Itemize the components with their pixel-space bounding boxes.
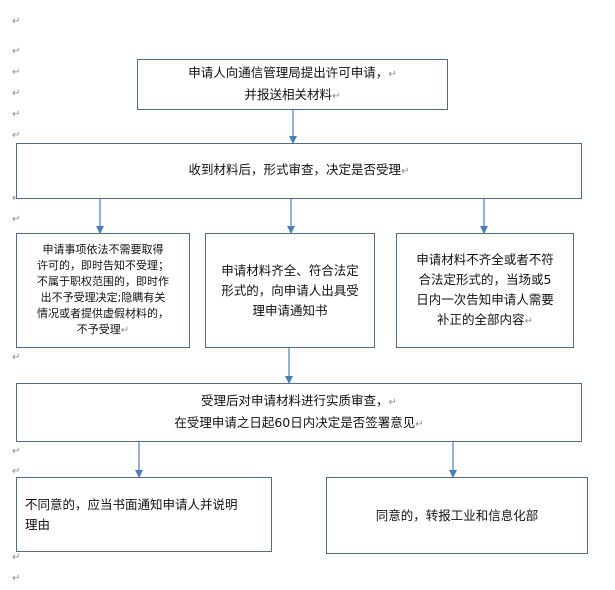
paragraph-mark: ↵ (12, 466, 21, 477)
paragraph-mark: ↵ (332, 90, 341, 102)
node-reject-immediate: 申请事项依法不需要取得 许可的，即时告知不受理； 不属于职权范围的，即时作 出不… (16, 233, 190, 348)
paragraph-mark: ↵ (12, 573, 21, 584)
node-disagree-line-1: 不同意的，应当书面通知申请人并说明 (25, 496, 238, 512)
node-agree-line-1: 同意的，转报工业和信息化部 (375, 507, 539, 523)
node-agree: 同意的，转报工业和信息化部 (326, 477, 588, 554)
node-reject-line-1: 申请事项依法不需要取得 (42, 243, 164, 256)
paragraph-mark: ↵ (12, 88, 21, 99)
paragraph-mark: ↵ (401, 166, 410, 177)
node-apply-line-1: 申请人向通信管理局提出许可申请， (188, 64, 389, 80)
paragraph-mark: ↵ (388, 68, 397, 80)
node-supplement-line-2: 合法定形式的，当场或5 (418, 271, 552, 287)
node-reject-line-3: 不属于职权范围的，即时作 (37, 275, 169, 288)
paragraph-mark: ↵ (12, 552, 21, 563)
paragraph-mark: ↵ (524, 315, 533, 327)
node-reject-line-4: 出不予受理决定;隐瞒有关 (40, 291, 166, 304)
node-accept-line-3: 理申请通知书 (252, 302, 328, 318)
node-reject-line-6: 不予受理 (76, 323, 121, 336)
node-receive: 收到材料后，形式审查，决定是否受理↵ (16, 143, 582, 199)
paragraph-mark: ↵ (12, 46, 21, 57)
node-supplement-line-3: 日内一次告知申请人需要 (416, 291, 554, 307)
paragraph-mark: ↵ (415, 418, 424, 430)
node-substantive-review: 受理后对申请材料进行实质审查，↵ 在受理申请之日起60日内决定是否签署意见↵ (16, 383, 582, 442)
node-review-line-1: 受理后对申请材料进行实质审查， (201, 392, 389, 408)
node-accept-line-2: 形式的，向申请人出具受 (221, 282, 359, 298)
paragraph-mark: ↵ (388, 396, 397, 408)
node-accept-line-1: 申请材料齐全、符合法定 (221, 262, 359, 278)
paragraph-mark: ↵ (12, 446, 21, 457)
node-supplement: 申请材料不齐全或者不符 合法定形式的，当场或5 日内一次告知申请人需要 补正的全… (396, 233, 574, 348)
node-receive-line-1: 收到材料后，形式审查，决定是否受理 (188, 162, 402, 177)
paragraph-mark: ↵ (12, 214, 21, 225)
node-reject-line-5: 情况或者提供虚假材料的， (37, 307, 169, 320)
node-reject-line-2: 许可的，即时告知不受理； (37, 259, 169, 272)
paragraph-mark: ↵ (120, 325, 130, 336)
paragraph-mark: ↵ (12, 67, 21, 78)
node-supplement-line-4: 补正的全部内容 (437, 311, 525, 327)
node-apply-line-2: 并报送相关材料 (244, 86, 333, 102)
paragraph-mark: ↵ (12, 352, 21, 363)
node-disagree-line-2: 理由 (25, 516, 51, 532)
node-supplement-line-1: 申请材料不齐全或者不符 (416, 251, 554, 267)
node-apply: 申请人向通信管理局提出许可申请，↵ 并报送相关材料↵ (137, 59, 448, 110)
paragraph-mark: ↵ (12, 130, 21, 141)
paragraph-mark: ↵ (12, 109, 21, 120)
paragraph-mark: ↵ (12, 16, 21, 27)
node-review-line-2: 在受理申请之日起60日内决定是否签署意见 (174, 414, 416, 430)
node-disagree: 不同意的，应当书面通知申请人并说明 理由 (16, 477, 272, 552)
node-accept-notice: 申请材料齐全、符合法定 形式的，向申请人出具受 理申请通知书 (205, 233, 375, 348)
